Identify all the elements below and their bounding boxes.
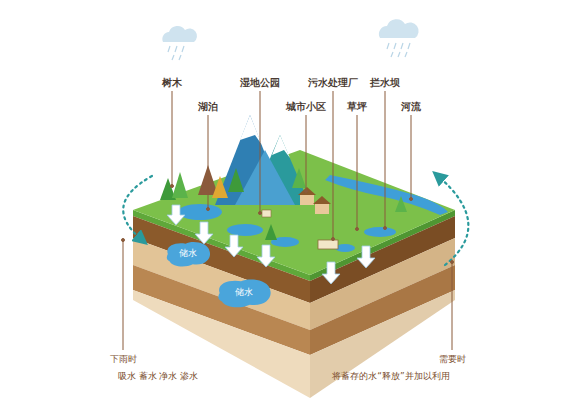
storage-blob: 储水 (215, 277, 273, 309)
storage-blob: 储水 (164, 240, 212, 268)
houses (262, 210, 271, 217)
trees (265, 224, 277, 240)
leader-line (410, 198, 413, 201)
trees (228, 168, 244, 192)
leader-line (260, 91, 261, 212)
leader-line (306, 115, 307, 190)
leader-line (452, 262, 453, 350)
part-label: 拦水坝 (370, 78, 400, 88)
leader-line (356, 228, 359, 231)
infiltration-arrow (167, 205, 375, 284)
part-label: 污水处理厂 (308, 78, 358, 88)
leader-line (332, 238, 335, 241)
leader-line (411, 115, 412, 198)
mountains (215, 115, 310, 205)
soil-layers (310, 290, 455, 398)
part-label: 湖泊 (198, 102, 218, 112)
cloud (162, 26, 197, 60)
part-label: 城市小区 (286, 102, 326, 112)
caption-note: 将蓄存的水“释放”并加以利用 (332, 372, 449, 382)
houses (315, 204, 329, 214)
houses (313, 196, 331, 204)
leader-line (172, 91, 173, 185)
trees (172, 172, 188, 198)
houses (318, 240, 338, 249)
houses (262, 187, 338, 249)
houses (300, 195, 314, 205)
leader-line (122, 91, 454, 350)
leader-line (208, 115, 209, 208)
cloud (379, 19, 419, 57)
cloud (387, 43, 410, 57)
caption-note: 需要时 (439, 355, 466, 365)
part-label: 树木 (162, 78, 182, 88)
infiltration-arrow (225, 235, 243, 257)
cloud (168, 46, 184, 60)
leader-line (333, 91, 334, 238)
storage-label: 储水 (179, 249, 197, 259)
infiltration-arrow (257, 245, 275, 267)
leader-line (259, 212, 262, 215)
mountains (240, 115, 262, 145)
trees (395, 196, 407, 212)
infiltration-arrow (195, 222, 213, 244)
leader-line (384, 227, 387, 230)
part-label: 湿地公园 (240, 78, 280, 88)
water (227, 224, 263, 236)
trees (160, 165, 407, 240)
infiltration-arrow (167, 205, 185, 225)
storage-blob-shape (218, 279, 270, 307)
storage-blob-shape (167, 242, 210, 266)
leader-line (171, 185, 174, 188)
infiltration-arrow (357, 246, 375, 268)
cycle-arrow (438, 176, 468, 265)
water (364, 227, 396, 237)
part-label: 河流 (401, 102, 421, 112)
cloud (379, 19, 419, 38)
caption-note: 吸水 蓄水 净水 渗水 (118, 372, 199, 382)
cloud (162, 26, 197, 42)
water (178, 175, 448, 252)
infiltration-arrow (322, 262, 340, 284)
part-label: 草坪 (347, 102, 367, 112)
leader-line (122, 239, 125, 242)
caption-note: 下雨时 (110, 355, 137, 365)
water (178, 204, 222, 220)
trees (292, 168, 306, 188)
water (325, 175, 448, 215)
mountains (235, 150, 295, 205)
houses (298, 187, 316, 195)
leader-line (123, 240, 124, 350)
leader-line (385, 91, 386, 227)
soil-layers (133, 290, 310, 398)
leader-line (451, 261, 454, 264)
trees (212, 176, 228, 198)
mountains (272, 135, 290, 158)
leader-line (357, 115, 358, 228)
leader-line (207, 208, 210, 211)
leader-line (305, 190, 308, 193)
cycle-arrow (123, 176, 152, 240)
storage-label: 储水 (235, 288, 253, 298)
